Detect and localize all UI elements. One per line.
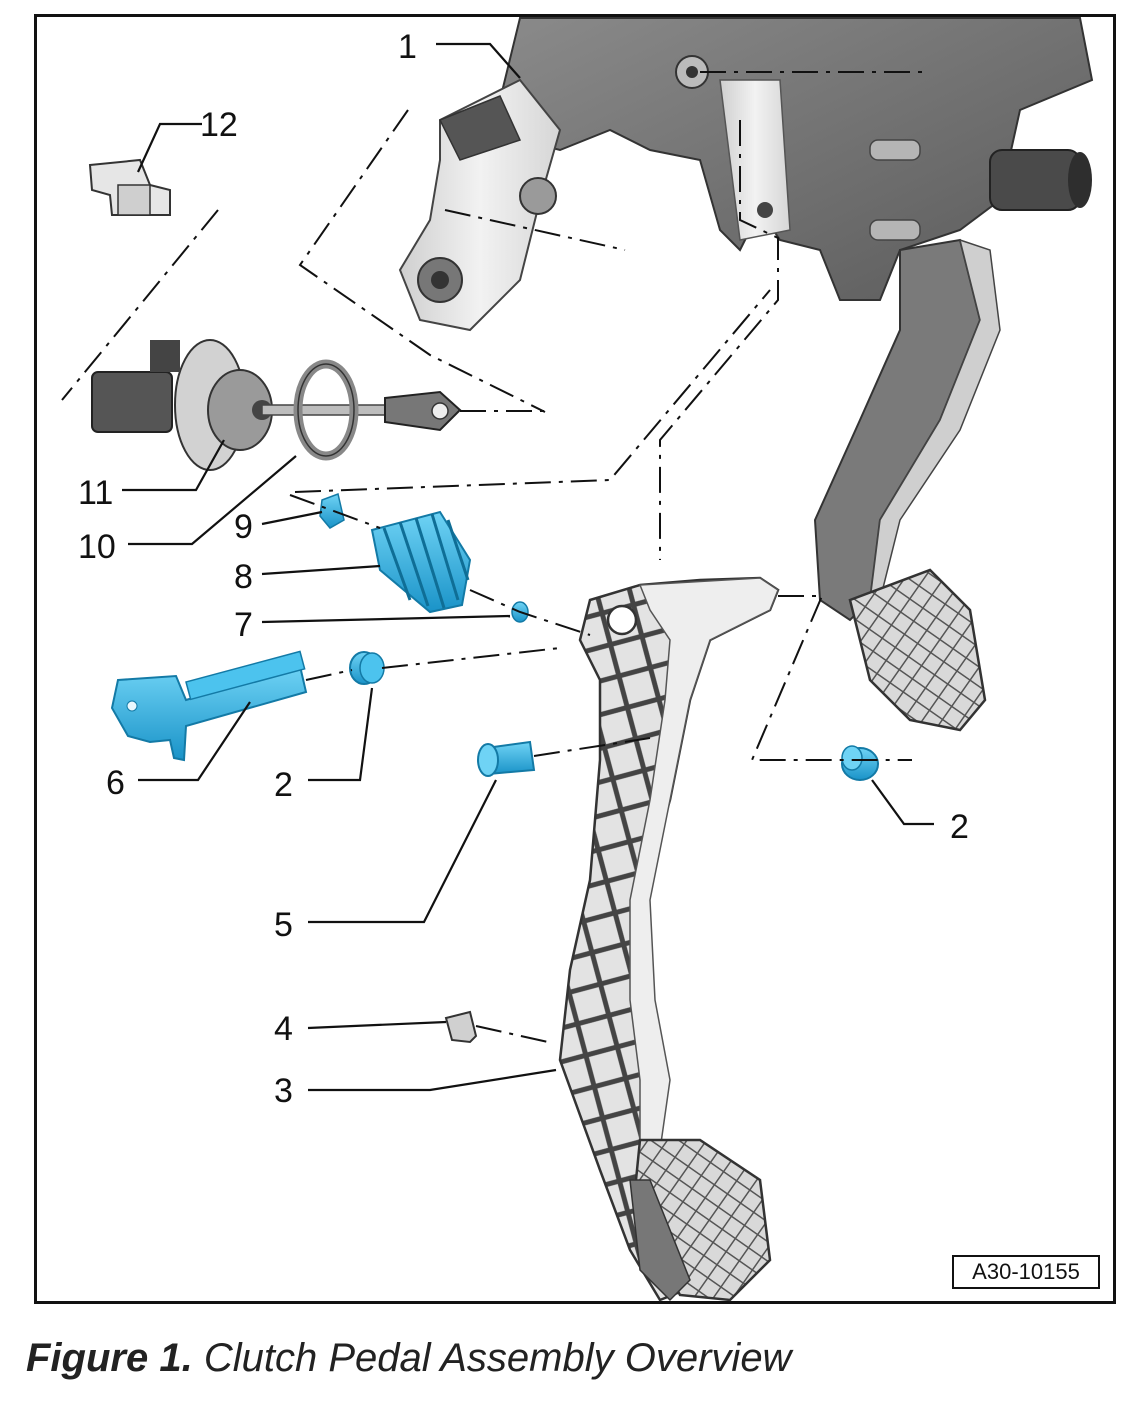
clip-part-12 — [88, 158, 171, 216]
clip-part-4 — [444, 1010, 478, 1044]
callout-9: 9 — [234, 508, 253, 546]
o-ring-part-10 — [293, 359, 359, 461]
callout-6: 6 — [106, 764, 125, 802]
bushing-part-2-left — [349, 651, 385, 685]
callout-12: 12 — [200, 106, 238, 144]
clutch-pedal — [558, 576, 780, 1302]
assembly-lines — [61, 71, 930, 1043]
callout-7: 7 — [234, 606, 253, 644]
reference-code-label: A30-10155 — [952, 1255, 1100, 1289]
callout-11: 11 — [78, 474, 113, 512]
spring-part-8 — [370, 510, 472, 614]
callout-4: 4 — [274, 1010, 293, 1048]
brake-pedal-arm — [813, 238, 1001, 732]
figure-caption: Figure 1. Clutch Pedal Assembly Overview — [26, 1336, 791, 1381]
callout-10: 10 — [78, 528, 116, 566]
bushing-part-2-right — [841, 745, 879, 781]
bushing-part-5 — [477, 740, 536, 777]
callout-2-right: 2 — [950, 808, 969, 846]
caption-label: Figure 1. — [26, 1336, 193, 1380]
leader-lines — [122, 42, 934, 1092]
caption-text: Clutch Pedal Assembly Overview — [203, 1336, 792, 1380]
clutch-sensor-part-11 — [91, 339, 462, 471]
pedal-bracket — [398, 17, 1094, 332]
callout-8: 8 — [234, 558, 253, 596]
pin-part-9 — [319, 492, 345, 529]
callout-5: 5 — [274, 906, 293, 944]
callout-3: 3 — [274, 1072, 293, 1110]
pivot-shaft-part-6 — [110, 650, 308, 762]
callout-1: 1 — [398, 28, 417, 66]
callout-2-left: 2 — [274, 766, 293, 804]
